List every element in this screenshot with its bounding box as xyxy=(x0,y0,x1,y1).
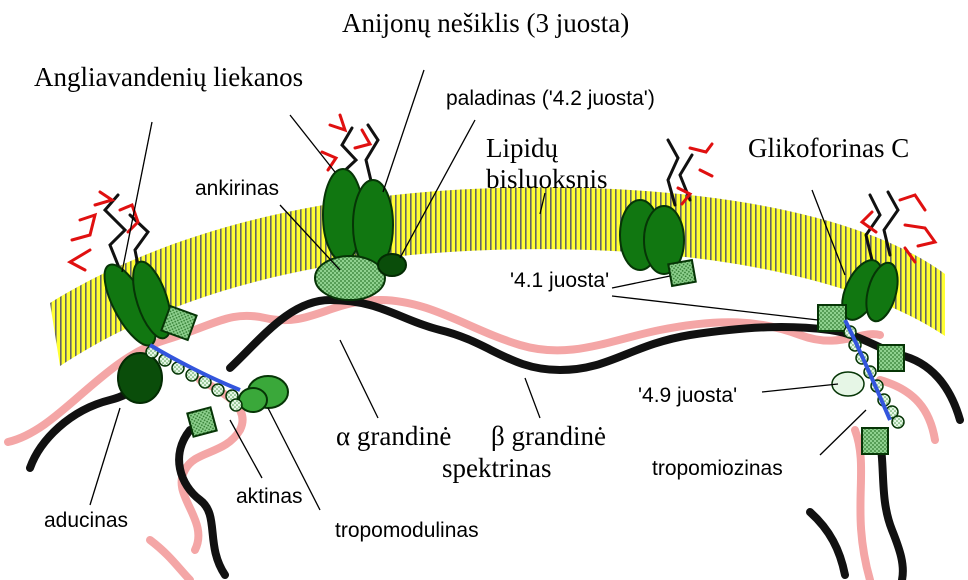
alpha-chain-label: α grandinė xyxy=(336,423,451,450)
actin-label: aktinas xyxy=(236,486,303,507)
adducin-label: aducinas xyxy=(44,510,128,531)
band-4-9-label: '4.9 juosta' xyxy=(638,385,737,406)
band-4-1-label: '4.1 juosta' xyxy=(510,270,609,291)
spectrin-label: spektrinas xyxy=(442,455,551,482)
tropomodulin-label: tropomodulinas xyxy=(335,520,479,541)
tropomyosin-label: tropomiozinas xyxy=(652,458,783,479)
lipid-bilayer-label-line2: bisluoksnis xyxy=(486,166,608,193)
carbohydrate-residues-label: Angliavandenių liekanos xyxy=(34,64,303,91)
lipid-bilayer-label-line1: Lipidų xyxy=(486,135,558,162)
ankyrin-label: ankirinas xyxy=(195,178,279,199)
anion-carrier-label: Anijonų nešiklis (3 juosta) xyxy=(342,10,629,37)
beta-chain-label: β grandinė xyxy=(491,423,606,450)
palladin-label: paladinas ('4.2 juosta') xyxy=(446,88,655,109)
glycophorin-c-label: Glikoforinas C xyxy=(748,135,909,162)
center-membrane-proteins xyxy=(315,169,406,300)
